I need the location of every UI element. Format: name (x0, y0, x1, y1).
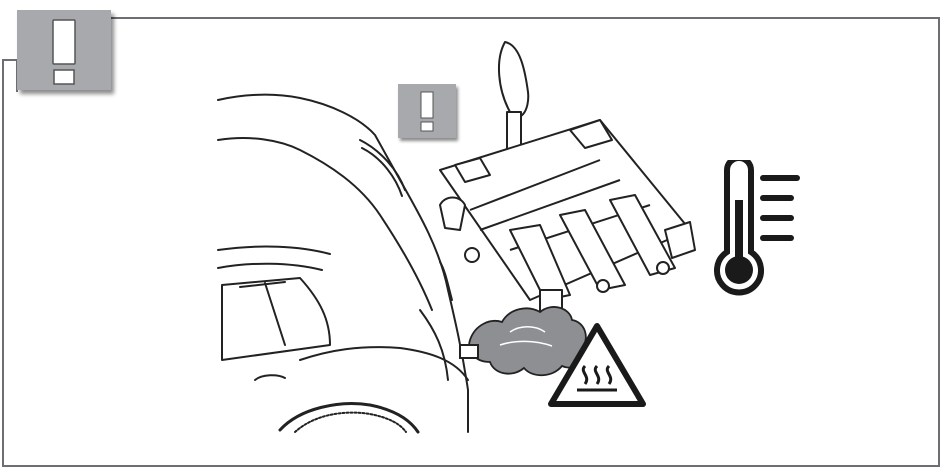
exclamation-icon (52, 19, 76, 85)
hot-surface-warning-icon (548, 323, 646, 407)
thermometer-high-temperature-icon (714, 160, 800, 296)
exclamation-icon (420, 91, 434, 132)
warning-badge (17, 10, 111, 90)
inline-warning-badge (398, 84, 456, 138)
